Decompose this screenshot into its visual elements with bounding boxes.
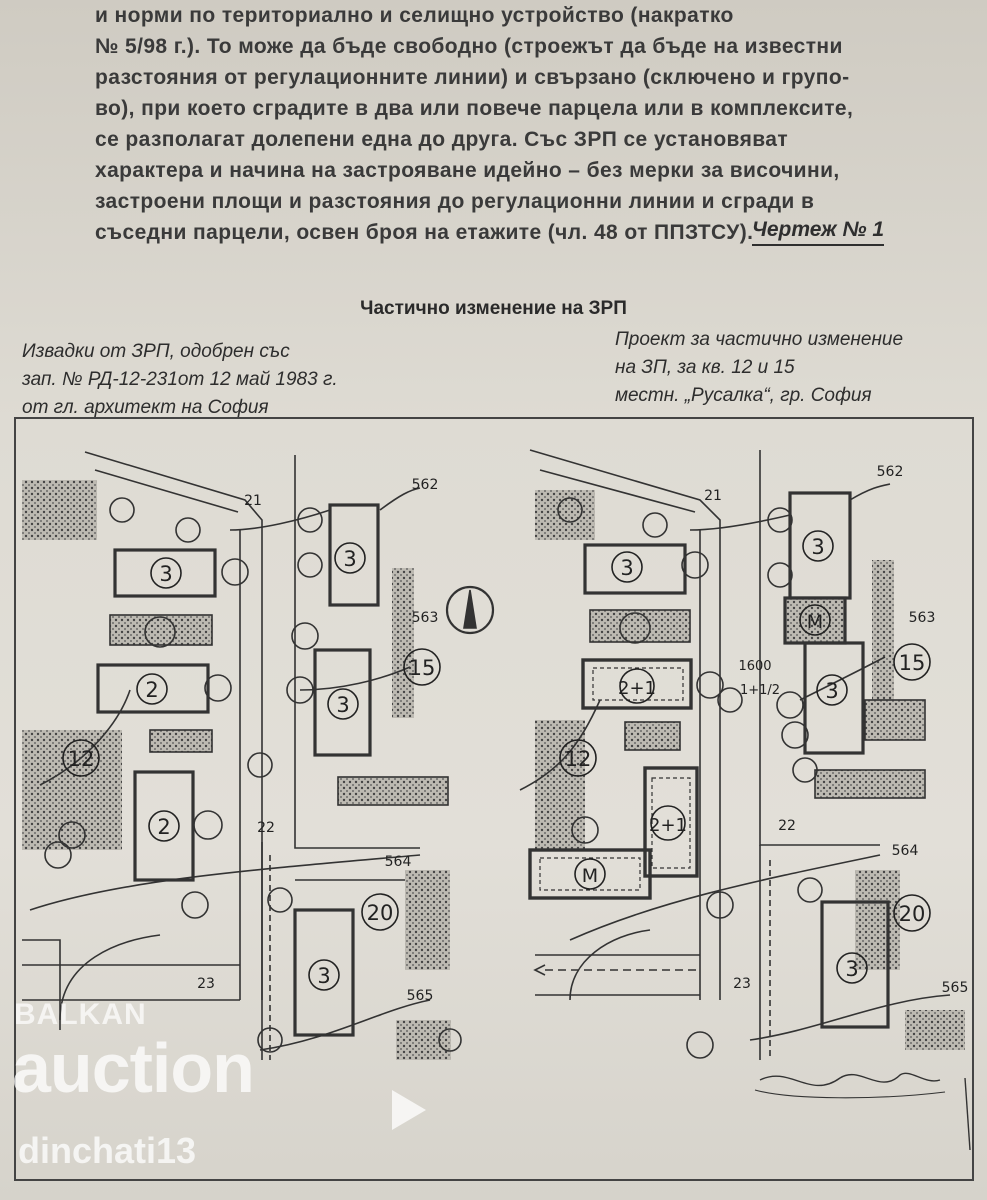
building	[313, 648, 372, 757]
green-area	[396, 1020, 451, 1060]
floor-count: 3	[825, 679, 838, 703]
building	[581, 658, 693, 710]
paragraph-line: характера и начина на застрояване идейно…	[95, 159, 840, 182]
building	[133, 770, 195, 882]
signature	[759, 1072, 941, 1087]
point-label: 22	[778, 818, 796, 834]
street-line	[94, 469, 239, 513]
point-label: 565	[407, 988, 434, 1004]
street-line	[529, 449, 721, 1000]
floor-count: 3	[343, 547, 356, 571]
green-area	[872, 560, 894, 700]
floor-count: 2+1	[618, 678, 656, 699]
building	[528, 848, 652, 900]
paragraph-line: во), при което сградите в два или повече…	[95, 97, 854, 120]
green-area	[855, 870, 900, 970]
point-label: 563	[412, 610, 439, 626]
point-label: 563	[909, 610, 936, 626]
green-area	[905, 1010, 965, 1050]
block-number: 20	[899, 902, 926, 926]
point-label: 23	[733, 976, 751, 992]
point-label: 562	[877, 464, 904, 480]
green-area	[22, 480, 97, 540]
floor-count: 3	[317, 964, 330, 988]
point-label: 562	[412, 477, 439, 493]
building	[820, 900, 890, 1029]
caption-line: зап. № РД-12-231от 12 май 1983 г.	[22, 369, 338, 390]
body-paragraph: и норми по териториално и селищно устрой…	[95, 0, 955, 248]
block-number: 20	[367, 901, 394, 925]
caption-line: на ЗП, за кв. 12 и 15	[615, 357, 795, 378]
paragraph-line: разстояния от регулационните линии) и св…	[95, 66, 850, 89]
hatched-building	[109, 614, 213, 646]
green-area	[337, 776, 449, 806]
street-line	[539, 469, 696, 513]
hatched-building	[149, 729, 213, 753]
caption-line: местн. „Русалка“, гр. София	[615, 385, 872, 406]
street-line	[84, 451, 263, 1000]
floor-count: М	[807, 611, 823, 633]
paragraph-line: се разполагат долепени една до друга. Съ…	[95, 128, 789, 151]
point-label: 564	[385, 854, 412, 870]
block-number: 15	[409, 656, 436, 680]
floor-count: 3	[336, 693, 349, 717]
floor-count: 2	[145, 678, 158, 702]
paragraph-line: № 5/98 г.). То може да бъде свободно (ст…	[95, 35, 843, 58]
floor-count: 3	[845, 957, 858, 981]
floor-count: 2	[157, 815, 170, 839]
floor-count: М	[582, 865, 598, 887]
figure-title: Частично изменение на ЗРП	[360, 298, 627, 319]
building	[583, 543, 687, 595]
floor-count: 3	[159, 562, 172, 586]
paragraph-line: съседни парцели, освен броя на етажите (…	[95, 221, 754, 244]
green-area	[405, 870, 450, 970]
paragraph-line: застроени площи и разстояния до регулаци…	[95, 190, 815, 213]
hatched-building	[624, 721, 681, 751]
caption-right: Проект за частично изменение на ЗП, за к…	[615, 326, 903, 410]
building-extension	[651, 777, 691, 869]
signature	[754, 1089, 946, 1099]
green-area	[535, 490, 595, 540]
building	[96, 663, 210, 714]
building	[113, 548, 217, 598]
floor-count: 2+1	[649, 815, 687, 836]
green-area	[864, 699, 926, 741]
drawing-frame	[14, 417, 974, 1181]
building	[643, 766, 699, 878]
fraction-label: 1+1/2	[740, 683, 780, 698]
building-extension	[592, 667, 684, 701]
street-line	[22, 939, 61, 1030]
caption-line: Проект за частично изменение	[615, 329, 904, 350]
caption-line: от гл. архитект на София	[22, 397, 269, 418]
floor-count: 3	[620, 556, 633, 580]
building-extension	[539, 857, 641, 891]
street-line	[294, 455, 420, 849]
block-number: 12	[565, 747, 592, 771]
point-label: 564	[892, 843, 919, 859]
block-number: 15	[899, 651, 926, 675]
point-label: 23	[197, 976, 215, 992]
building	[328, 503, 380, 607]
point-label: 22	[257, 820, 275, 836]
play-logo-icon	[392, 1090, 426, 1130]
green-area	[814, 769, 926, 799]
dimension-label: 1600	[738, 659, 771, 674]
compass-needle	[463, 589, 477, 629]
green-area	[22, 730, 122, 850]
point-label: 565	[942, 980, 969, 996]
paragraph-line: и норми по териториално и селищно устрой…	[95, 4, 734, 27]
figure-label: Чертеж № 1	[752, 218, 885, 246]
floor-count: 3	[811, 535, 824, 559]
point-label: 21	[244, 493, 262, 509]
point-label: 21	[704, 488, 722, 504]
green-area	[392, 568, 414, 718]
caption-line: Извадки от ЗРП, одобрен със	[22, 341, 290, 362]
hatched-building	[589, 609, 691, 643]
caption-left: Извадки от ЗРП, одобрен със зап. № РД-12…	[22, 338, 338, 422]
block-number: 12	[68, 747, 95, 771]
compass-icon	[445, 585, 495, 635]
